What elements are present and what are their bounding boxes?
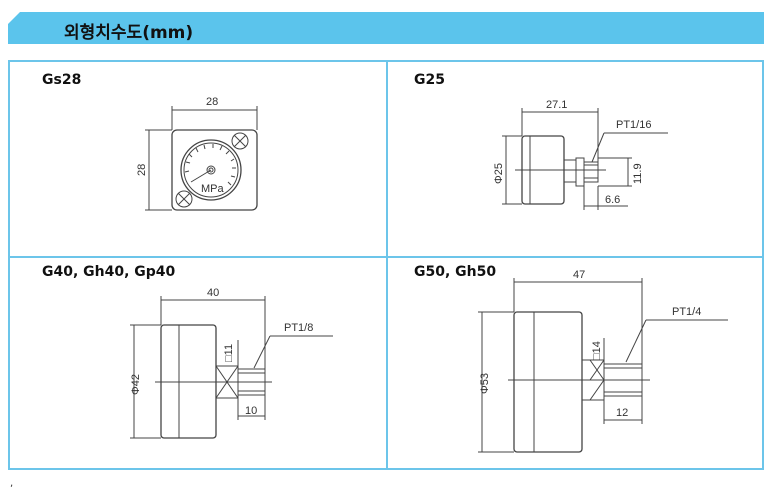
g50-drawing <box>478 278 728 453</box>
header-corner-decoration <box>8 12 20 24</box>
section-title: 외형치수도(mm) <box>64 23 194 43</box>
gs28-width-label: 28 <box>206 96 218 108</box>
g40-thread-label: PT1/8 <box>284 322 313 334</box>
g25-thread-label: PT1/16 <box>616 119 651 131</box>
g40-dia-label: Φ42 <box>130 374 142 395</box>
cell-title-g50: G50, Gh50 <box>414 264 497 280</box>
g40-hex-label: □11 <box>223 344 235 362</box>
g40-drawing <box>130 296 333 439</box>
gs28-unit-label: MPa <box>201 183 225 195</box>
g25-dia-label: Φ25 <box>493 163 505 184</box>
footer-mark: , <box>10 478 14 489</box>
g25-length-label: 27.1 <box>546 99 567 111</box>
gs28-height-label: 28 <box>136 164 148 176</box>
g50-length-label: 47 <box>573 269 585 281</box>
g25-drawing <box>502 108 668 210</box>
g50-hex-label: □14 <box>591 341 603 360</box>
section-header: 외형치수도(mm) <box>8 12 764 44</box>
g40-thread-len-label: 10 <box>245 405 257 417</box>
g50-thread-len-label: 12 <box>616 407 628 419</box>
gs28-drawing <box>145 106 258 211</box>
g40-length-label: 40 <box>207 287 219 299</box>
g50-dia-label: Φ53 <box>479 373 491 394</box>
grid-divider-vertical <box>386 62 388 468</box>
g50-thread-label: PT1/4 <box>672 306 701 318</box>
g25-hex-label: 11.9 <box>632 163 644 184</box>
dimension-grid <box>8 60 764 470</box>
g25-thread-len-label: 6.6 <box>605 194 620 206</box>
cell-title-g25: G25 <box>414 72 445 88</box>
grid-divider-horizontal <box>10 256 762 258</box>
cell-title-g40: G40, Gh40, Gp40 <box>42 264 176 280</box>
cell-title-gs28: Gs28 <box>42 72 82 88</box>
